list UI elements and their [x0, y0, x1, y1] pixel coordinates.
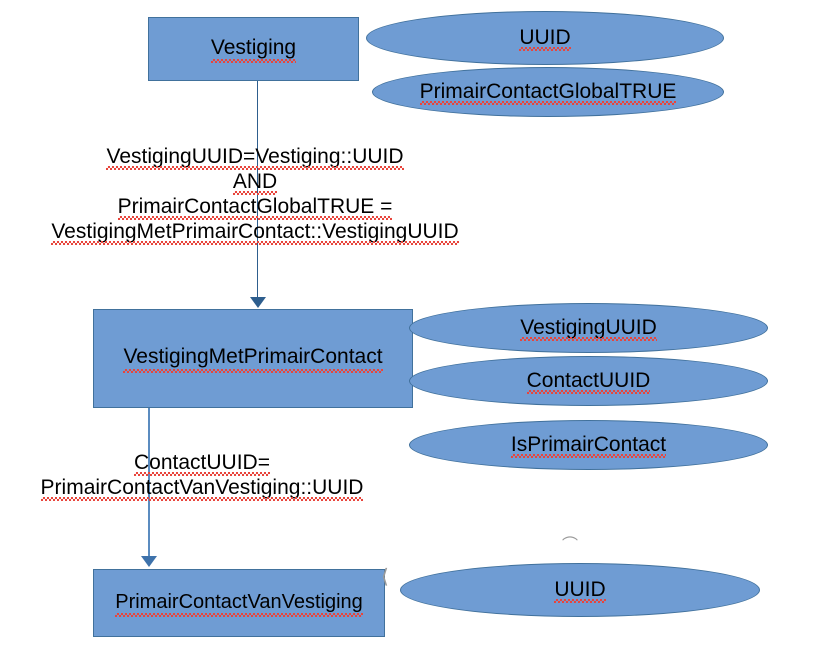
connector-label-vestiging-to-vestigingmetprimaircontact: VestigingUUID=Vestiging::UUID AND Primai… — [0, 144, 510, 245]
selection-handle-bracket-icon: ⟨ — [381, 566, 389, 588]
attribute-label-isprimaircontact: IsPrimairContact — [510, 433, 667, 458]
connector-label-line-4: VestigingMetPrimairContact::VestigingUUI… — [51, 220, 460, 245]
attribute-ellipse-vestiginguuid[interactable]: VestigingUUID — [409, 303, 768, 353]
stray-arc-mark-icon: ⌒ — [562, 537, 579, 554]
connector-arrowhead-vestiging-to-vestigingmetprimaircontact — [250, 297, 266, 308]
connector-2-label-line-1: ContactUUID= — [134, 451, 270, 476]
attribute-ellipse-primaircontactvanvestiging-uuid[interactable]: UUID — [400, 563, 760, 617]
attribute-ellipse-contactuuid[interactable]: ContactUUID — [409, 356, 768, 406]
attribute-label-contactuuid: ContactUUID — [526, 369, 651, 394]
attribute-label-primaircontactvanvestiging-uuid: UUID — [554, 578, 607, 603]
attribute-ellipse-vestiging-uuid[interactable]: UUID — [366, 11, 724, 65]
connector-line-vestigingmetprimaircontact-to-primaircontactvanvestiging[interactable] — [148, 408, 150, 560]
connector-label-vestigingmetprimaircontact-to-primaircontactvanvestiging: ContactUUID= PrimairContactVanVestiging:… — [0, 450, 404, 501]
entity-label-vestigingmetprimaircontact: VestigingMetPrimairContact — [123, 345, 383, 373]
connector-label-line-3: PrimairContactGlobalTRUE = — [117, 195, 393, 220]
attribute-label-vestiginguuid: VestigingUUID — [520, 316, 657, 341]
attribute-label-primaircontactglobaltrue: PrimairContactGlobalTRUE — [419, 80, 677, 105]
entity-box-primaircontactvanvestiging[interactable]: PrimairContactVanVestiging — [93, 569, 385, 637]
connector-arrowhead-vestigingmetprimaircontact-to-primaircontactvanvestiging — [141, 556, 157, 567]
connector-label-line-2: AND — [232, 170, 278, 195]
attribute-label-vestiging-uuid: UUID — [519, 26, 572, 51]
attribute-ellipse-isprimaircontact[interactable]: IsPrimairContact — [409, 420, 768, 470]
connector-2-label-line-2: PrimairContactVanVestiging::UUID — [40, 476, 364, 501]
connector-label-line-1: VestigingUUID=Vestiging::UUID — [106, 145, 404, 170]
entity-box-vestiging[interactable]: Vestiging — [148, 17, 359, 81]
entity-box-vestigingmetprimaircontact[interactable]: VestigingMetPrimairContact — [93, 309, 413, 408]
connector-line-vestiging-to-vestigingmetprimaircontact[interactable] — [257, 81, 258, 300]
entity-label-vestiging: Vestiging — [210, 36, 297, 64]
entity-label-primaircontactvanvestiging: PrimairContactVanVestiging — [115, 591, 363, 617]
attribute-ellipse-primaircontactglobaltrue[interactable]: PrimairContactGlobalTRUE — [372, 67, 724, 117]
